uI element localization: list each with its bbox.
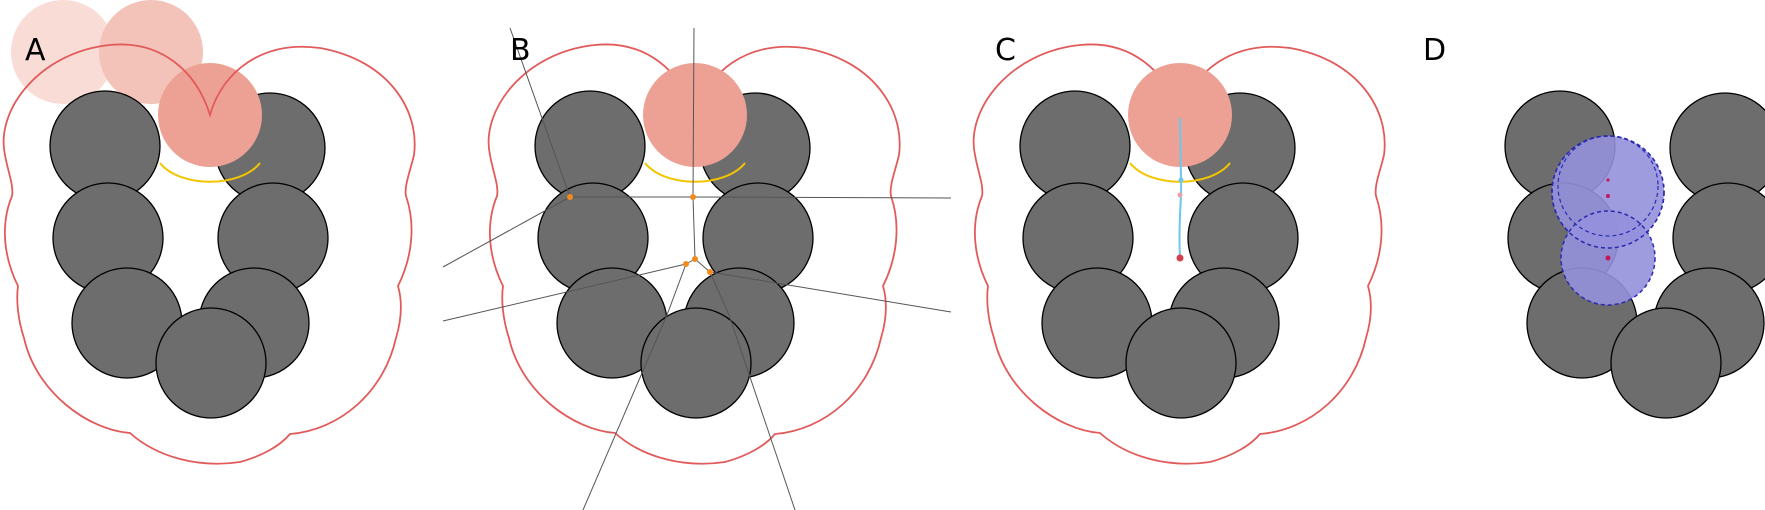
contact-arc — [644, 162, 746, 183]
voronoi-edge — [709, 271, 730, 316]
voronoi-vertex — [683, 261, 689, 267]
voronoi-edge — [692, 196, 952, 199]
panel-b: B — [442, 27, 952, 510]
voronoi-vertex — [707, 269, 713, 275]
cavity-center — [1606, 194, 1610, 198]
panel-d: D — [1423, 33, 1765, 419]
panel-label-d: D — [1423, 33, 1446, 68]
probe-sphere — [643, 63, 747, 167]
channel-node — [1177, 192, 1183, 198]
cavity-spheres — [1551, 135, 1665, 306]
voronoi-edge — [582, 314, 668, 510]
voronoi-edge — [442, 196, 571, 268]
voronoi-vertex — [692, 256, 698, 262]
voronoi-edge — [692, 196, 696, 260]
cavity-sphere-outline — [1551, 135, 1665, 249]
voronoi-vertices — [567, 194, 713, 275]
voronoi-edge — [692, 27, 695, 198]
panel-a: A — [2, 0, 416, 465]
channel-node — [1176, 254, 1184, 262]
voronoi-edge — [694, 258, 711, 273]
contact-arc — [159, 162, 261, 183]
cavity-center — [1605, 255, 1611, 261]
probe-sphere — [1128, 63, 1232, 167]
channel-path — [1178, 117, 1183, 259]
voronoi-edge — [442, 263, 687, 322]
voronoi-edge — [728, 314, 796, 510]
voronoi-edge — [666, 263, 687, 316]
probe-sphere-faint-1 — [11, 0, 115, 104]
panel-label-a: A — [25, 33, 46, 68]
panel-label-b: B — [510, 33, 531, 68]
panel-label-c: C — [995, 33, 1016, 68]
cavity-sphere-outline — [1557, 135, 1659, 237]
cavity-center — [1606, 178, 1610, 182]
voronoi-edge — [509, 27, 571, 198]
voronoi-edge — [709, 271, 952, 313]
panel-c: C — [972, 33, 1386, 465]
voronoi-vertex — [567, 194, 573, 200]
voronoi-vertex — [690, 194, 696, 200]
channel-node — [1178, 177, 1184, 183]
